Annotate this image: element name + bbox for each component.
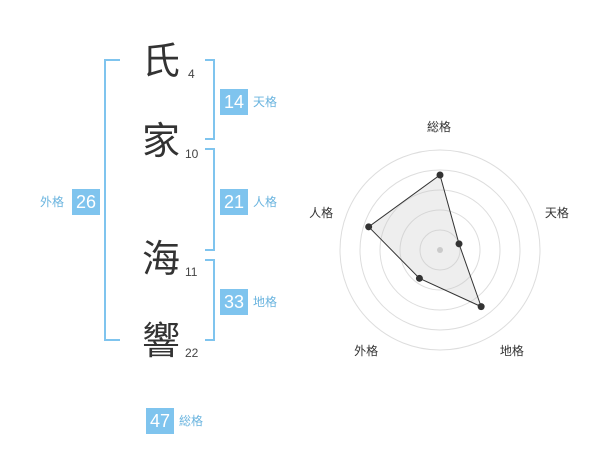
gaikaku-label: 外格: [40, 195, 65, 209]
radar-grid-ring: [339, 149, 541, 351]
chikaku-bracket: [205, 259, 215, 341]
tenkaku-bracket: [205, 59, 215, 140]
radar-point-2: [455, 240, 463, 248]
stroke-count-3: 11: [185, 265, 198, 279]
radar-point-3: [477, 303, 485, 311]
stroke-count-2: 10: [185, 147, 199, 161]
radar-axis-label-4: 外格: [354, 344, 379, 359]
soukaku-label: 総格: [179, 414, 204, 428]
radar-center-dot: [437, 247, 443, 253]
stroke-count-1: 4: [188, 67, 195, 81]
radar-axis-label-3: 地格: [499, 344, 524, 359]
name-char-4: 響: [142, 319, 181, 363]
tenkaku-label: 天格: [253, 95, 278, 109]
name-char-3: 海: [142, 237, 181, 281]
jinkaku-bracket: [205, 148, 215, 251]
tenkaku-value: 14: [220, 89, 248, 115]
radar-axis-label-5: 人格: [309, 205, 334, 220]
radar-axis-label-1: 総格: [427, 120, 452, 134]
chikaku-label: 地格: [253, 295, 278, 309]
radar-grid-ring: [379, 189, 501, 311]
gaikaku-value: 26: [72, 189, 100, 215]
chikaku-value: 33: [220, 289, 248, 315]
jinkaku-value: 21: [220, 189, 248, 215]
stroke-count-4: 22: [185, 346, 199, 360]
radar-point-5: [365, 223, 373, 231]
jinkaku-label: 人格: [253, 195, 278, 209]
name-char-1: 氏: [142, 39, 181, 83]
name-char-2: 家: [142, 119, 181, 163]
radar-grid-ring: [419, 229, 461, 271]
radar-grid-ring: [399, 209, 481, 291]
soukaku-value: 47: [146, 408, 174, 434]
gaikaku-bracket: [104, 59, 120, 341]
radar-point-4: [415, 274, 423, 282]
radar-grid-ring: [359, 169, 521, 331]
radar-axis-label-2: 天格: [544, 205, 569, 220]
radar-series-polygon: [367, 174, 483, 308]
radar-point-1: [436, 171, 444, 179]
